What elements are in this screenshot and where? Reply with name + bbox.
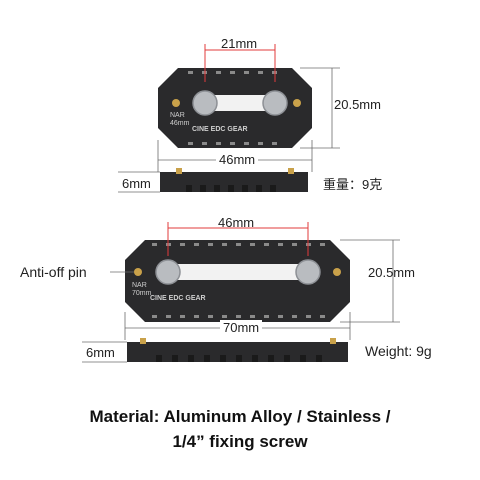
bottom-pin-left — [134, 268, 142, 276]
anti-off-pin-label: Anti-off pin — [20, 264, 87, 280]
bottom-screw-left — [155, 259, 181, 285]
bottom-thickness-label: 6mm — [86, 345, 115, 360]
bottom-rail-slot — [168, 264, 308, 280]
top-rail-maker: CINE EDC GEAR — [192, 126, 248, 133]
bottom-rail-maker: CINE EDC GEAR — [150, 295, 206, 302]
top-pin-right — [293, 99, 301, 107]
top-rail — [158, 44, 312, 148]
top-thickness-label: 6mm — [122, 176, 151, 191]
top-rail-brand: NAR 46mm — [170, 112, 190, 127]
bottom-rail-teeth — [152, 243, 325, 318]
bottom-height-label: 20.5mm — [368, 265, 415, 280]
material-line-2: 1/4” fixing screw — [172, 432, 308, 451]
material-line-1: Material: Aluminum Alloy / Stainless / — [89, 407, 391, 426]
bottom-screw-right — [295, 259, 321, 285]
bottom-rail — [125, 222, 350, 322]
bottom-rail-side — [127, 338, 348, 362]
bottom-weight-label: Weight: 9g — [365, 343, 432, 359]
top-screw-left — [192, 90, 218, 116]
top-weight-label: 重量：9克 — [323, 177, 383, 192]
top-screw-right — [262, 90, 288, 116]
top-height-label: 20.5mm — [334, 97, 381, 112]
bottom-pin-right — [333, 268, 341, 276]
bottom-screw-spacing-label: 46mm — [218, 215, 255, 230]
bottom-length-label: 70mm — [220, 320, 263, 335]
top-rail-slot — [205, 95, 275, 111]
bottom-rail-brand: NAR 70mm — [132, 282, 152, 297]
top-pin-left — [172, 99, 180, 107]
top-screw-spacing-label: 21mm — [221, 36, 258, 51]
top-length-label: 46mm — [216, 152, 259, 167]
top-rail-side — [160, 168, 308, 192]
bottom-rail-body — [125, 240, 350, 322]
